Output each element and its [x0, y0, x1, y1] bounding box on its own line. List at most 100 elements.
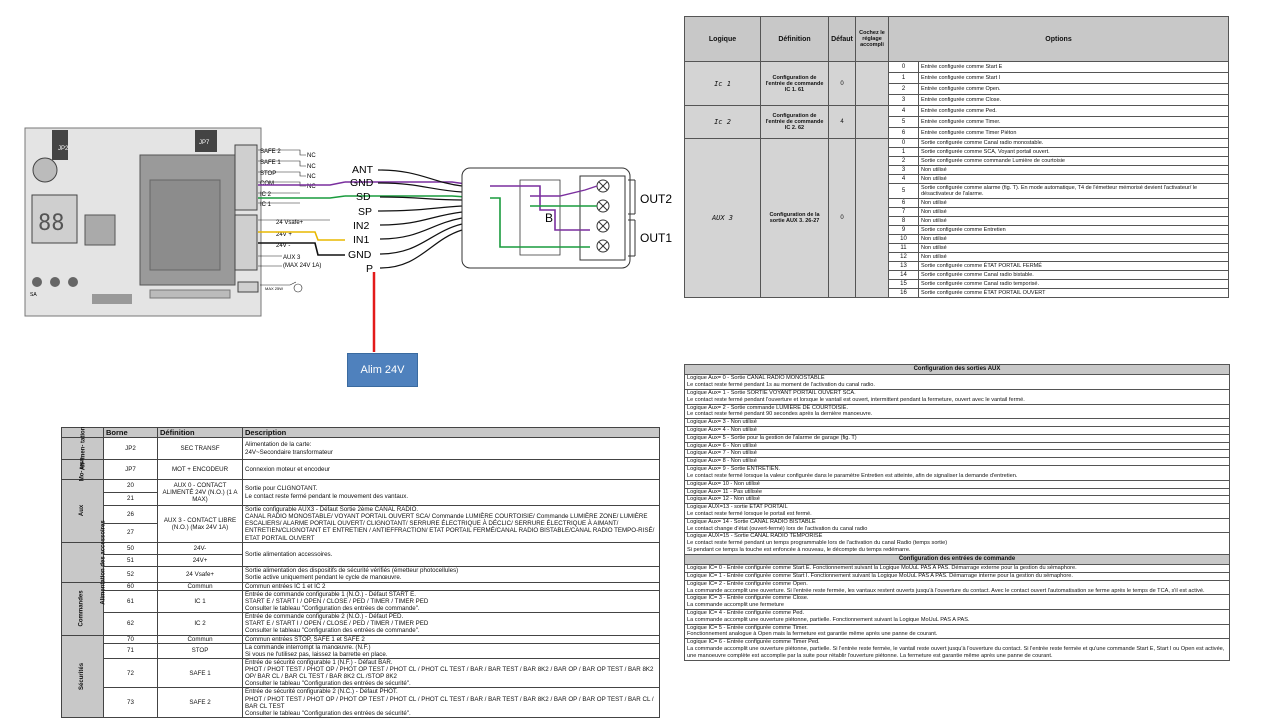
option-value: 5: [888, 183, 919, 199]
config-line: La commande accomplit une ouverture piét…: [687, 616, 970, 623]
option-description: Non utilisé: [918, 234, 1229, 244]
option-description: Non utilisé: [918, 216, 1229, 226]
option-value: 13: [888, 261, 919, 271]
option-value: 14: [888, 270, 919, 280]
logic-code: AUX 3: [684, 138, 761, 298]
config-item: Logique IC= 2 - Entrée configurée comme …: [685, 581, 1229, 596]
option-value: 6: [888, 127, 919, 139]
config-line: Logique Aux= 9 - Sortie ENTRETIEN.: [687, 466, 781, 473]
terminal-definition: IC 2: [157, 612, 243, 636]
terminal-number: 71: [103, 642, 158, 659]
logic-check-cell[interactable]: [855, 105, 889, 139]
config-line: Le contact reste fermé pendant 1s au mom…: [687, 382, 875, 389]
option-description: Sortie configurée comme Canal radio mono…: [918, 138, 1229, 148]
wire-sd: SD: [356, 191, 371, 203]
terminal-group: Commandes: [61, 581, 104, 636]
terminal-definition: STOP: [157, 642, 243, 659]
config-line: Le contact reste fermé lorsque la valeur…: [687, 472, 1018, 479]
config-item: Logique Aux= 2 - Sortie commande LUMIÈRE…: [685, 405, 1229, 420]
term-stop: STOP: [260, 171, 276, 177]
definition-header: Définition: [760, 16, 829, 62]
option-description: Non utilisé: [918, 252, 1229, 262]
wire-gnd-1: GND: [350, 177, 374, 189]
config-line: Logique IC= 6 - Entrée configurée comme …: [687, 639, 820, 646]
term-safe2: SAFE 2: [260, 149, 281, 155]
logic-definition: Configuration de la sortie AUX 3. 26-27: [760, 138, 829, 298]
option-value: 11: [888, 243, 919, 253]
option-value: 0: [888, 138, 919, 148]
term-24vplus: 24V +: [276, 232, 292, 238]
default-header: Défaut: [828, 16, 856, 62]
config-item: Logique Aux= 5 - Sortie pour la gestion …: [685, 435, 1229, 443]
config-line: Le contact change d'état (ouvert-fermé) …: [687, 525, 868, 532]
terminal-definition: AUX 3 - CONTACT LIBRE (N.O.) (Max 24V 1A…: [157, 505, 243, 543]
option-value: 4: [888, 174, 919, 184]
wiring-diagram: 88 JP2 JP7 SAFE 2 SAFE 1 STOP COM IC 2 I…: [0, 0, 680, 400]
config-line: Logique IC= 5 - Entrée configurée comme …: [687, 624, 808, 631]
config-line: Logique Aux= 6 - Non utilisé: [687, 442, 757, 449]
option-description: Entrée configurée comme Close.: [918, 94, 1229, 106]
terminal-number: 52: [103, 565, 158, 583]
option-value: 3: [888, 165, 919, 175]
terminal-definition: SAFE 1: [157, 657, 243, 689]
config-item: Logique IC= 6 - Entrée configurée comme …: [685, 639, 1229, 659]
terminal-number: JP2: [103, 437, 158, 460]
terminal-description: Entrée de commande configurable 2 (N.O.)…: [242, 612, 660, 636]
terminal-number: 61: [103, 589, 158, 614]
option-description: Entrée configurée comme Start I: [918, 72, 1229, 84]
term-com: COM: [260, 181, 274, 187]
option-description: Non utilisé: [918, 243, 1229, 253]
option-description: Non utilisé: [918, 207, 1229, 217]
config-item: Logique Aux= 10 - Non utilisé: [685, 481, 1229, 489]
terminal-description: Sortie alimentation accessoires.: [242, 541, 660, 567]
config-line: Si pendant ce temps la touche est enfonc…: [687, 547, 911, 553]
config-item: Logique Aux= 3 - Non utilisé: [685, 419, 1229, 427]
svg-text:88: 88: [38, 211, 65, 236]
terminal-group-label: Mo- teur: [79, 457, 86, 482]
config-item: Logique Aux= 11 - Pas utilisée: [685, 489, 1229, 497]
option-value: 2: [888, 156, 919, 166]
terminal-definition: IC 1: [157, 589, 243, 614]
config-item: Logique IC= 1 - Entrée configurée comme …: [685, 573, 1229, 581]
option-value: 10: [888, 234, 919, 244]
config-item: Logique Aux= 12 - Non utilisé: [685, 496, 1229, 505]
config-line: Le contact reste fermé pendant 90 second…: [687, 411, 873, 418]
config-line: La commande accomplit une fermeture: [687, 602, 785, 609]
config-item: Logique AUX=15 - Sortie CANAL RADIO TEMP…: [685, 533, 1229, 553]
logic-code: Ic 2: [684, 105, 761, 139]
config-line: Logique AUX=15 - Sortie CANAL RADIO TEMP…: [687, 533, 823, 540]
ic-items: Logique IC= 0 - Entrée configurée comme …: [685, 565, 1229, 660]
terminal-definition: 24 Vsafe+: [157, 565, 243, 583]
wire-ant: ANT: [352, 164, 374, 176]
logic-header: Logique: [684, 16, 761, 62]
terminal-number: 62: [103, 612, 158, 636]
terminal-definition: SEC TRANSF: [157, 437, 243, 460]
option-description: Sortie configurée comme alarme (fig. T).…: [918, 183, 1229, 199]
option-description: Entrée configurée comme Timer.: [918, 116, 1229, 128]
option-description: Entrée configurée comme Ped.: [918, 105, 1229, 117]
config-line: Fonctionnement analogue à Open mais la f…: [687, 631, 938, 638]
config-line: Logique Aux= 12 - Non utilisé: [687, 496, 760, 503]
logic-check-cell[interactable]: [855, 61, 889, 106]
logic-table: Logique Définition Défaut Cochez le régl…: [684, 16, 1229, 298]
terminal-group-label: Sécurités: [79, 662, 86, 690]
config-item: Logique IC= 0 - Entrée configurée comme …: [685, 565, 1229, 573]
logic-check-cell[interactable]: [855, 138, 889, 298]
option-description: Entrée configurée comme Timer Piéton: [918, 127, 1229, 139]
sa-label: SA: [30, 292, 37, 298]
config-line: Logique IC= 4 - Entrée configurée comme …: [687, 610, 805, 616]
term-ic1: IC 1: [260, 202, 272, 208]
option-value: 12: [888, 252, 919, 262]
option-description: Non utilisé: [918, 174, 1229, 184]
